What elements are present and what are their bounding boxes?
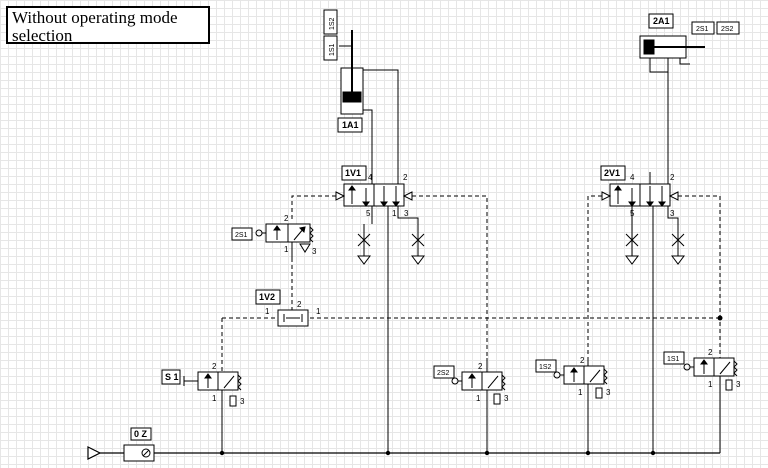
- supply-tag: 0 Z: [134, 429, 148, 439]
- valve-1v1-port1: 1: [392, 209, 397, 218]
- valve-2s2-tag: 2S2: [437, 370, 450, 377]
- valve-1v1-throttles: [357, 233, 425, 247]
- cylinder-2a1-tag: 2A1: [653, 16, 670, 26]
- valve-2s1-port2: 2: [284, 214, 289, 223]
- shuttle-tagbox: [255, 289, 281, 305]
- valve-1v1: [335, 172, 425, 453]
- shuttle-port-a: 2: [297, 300, 302, 309]
- diagram-title: Without operating mode selection: [6, 6, 210, 45]
- valve-1s2: [553, 358, 608, 453]
- valve-2v1-tagbox: [600, 165, 626, 181]
- valve-2s2-tagbox: [433, 365, 455, 379]
- valve-2v1-port2: 2: [670, 173, 675, 182]
- valve-1s1: [683, 357, 738, 453]
- valve-1s2-port3: 3: [606, 388, 611, 397]
- valve-s1: [183, 371, 242, 453]
- valve-1v1-port4: 4: [368, 173, 373, 182]
- pilot-lines: [221, 195, 721, 372]
- valve-1s1-port3: 3: [736, 380, 741, 389]
- valve-1s1-port1: 1: [708, 380, 713, 389]
- valve-1s2-port1: 1: [578, 388, 583, 397]
- valve-2s2-port3: 3: [504, 394, 509, 403]
- limit-1s2-label: 1S2: [329, 17, 336, 30]
- cylinder-2a1-tagbox: [648, 13, 674, 29]
- valve-s1-port2: 2: [212, 362, 217, 371]
- limit-2s1-box: [691, 21, 715, 35]
- valve-1s1-tagbox: [663, 351, 685, 365]
- valve-2s1-port1: 1: [284, 245, 289, 254]
- cylinder-1a1-tag: 1A1: [342, 120, 359, 130]
- valve-2v1-port5: 5: [630, 209, 635, 218]
- valve-1v1-port3: 3: [404, 209, 409, 218]
- valve-s1-tagbox[interactable]: [161, 369, 181, 385]
- cylinder-1a1-tagbox: [337, 117, 363, 133]
- shuttle-tag: 1V2: [259, 292, 275, 302]
- valve-1v1-tag: 1V1: [345, 168, 361, 178]
- valve-2v1-port4: 4: [630, 173, 635, 182]
- valve-2s2-port2: 2: [478, 362, 483, 371]
- limit-2s2-box: [716, 21, 740, 35]
- valve-2s2-port1: 1: [476, 394, 481, 403]
- valve-1v1-port2: 2: [403, 173, 408, 182]
- valve-2s1: [255, 223, 314, 258]
- cylinder-1a1: [323, 9, 399, 172]
- valve-1s1-port2: 2: [708, 348, 713, 357]
- valve-2v1-port3: 3: [670, 209, 675, 218]
- valve-s1-port1: 1: [212, 394, 217, 403]
- valve-1v1-port5: 5: [366, 209, 371, 218]
- valve-1v1-tagbox: [341, 165, 367, 181]
- valve-2s1-tagbox: [231, 227, 253, 241]
- valve-s1-tag: S 1: [165, 372, 179, 382]
- limit-1s1-label: 1S1: [329, 43, 336, 56]
- limit-2s2-label: 2S2: [721, 26, 734, 33]
- valve-1s2-port2: 2: [580, 356, 585, 365]
- valve-1s2-tag: 1S2: [539, 364, 552, 371]
- valve-2v1: [601, 172, 685, 453]
- valve-s1-port3: 3: [240, 397, 245, 406]
- valve-2v1-throttles: [625, 233, 685, 247]
- valve-1s1-tag: 1S1: [667, 356, 680, 363]
- supply-line: [87, 446, 720, 460]
- cylinder-2a1: [639, 35, 705, 172]
- limit-2s1-label: 2S1: [696, 26, 709, 33]
- valve-2s2: [451, 358, 506, 453]
- shuttle-port-r: 1: [316, 307, 321, 316]
- shuttle-port-l: 1: [265, 307, 270, 316]
- valve-2s1-tag: 2S1: [235, 232, 248, 239]
- valve-1s2-tagbox: [535, 359, 557, 373]
- valve-2s1-port3: 3: [312, 247, 317, 256]
- shuttle-valve-1v2: [277, 309, 309, 327]
- supply-unit: 0 Z: [123, 427, 155, 462]
- valve-2v1-tag: 2V1: [604, 168, 620, 178]
